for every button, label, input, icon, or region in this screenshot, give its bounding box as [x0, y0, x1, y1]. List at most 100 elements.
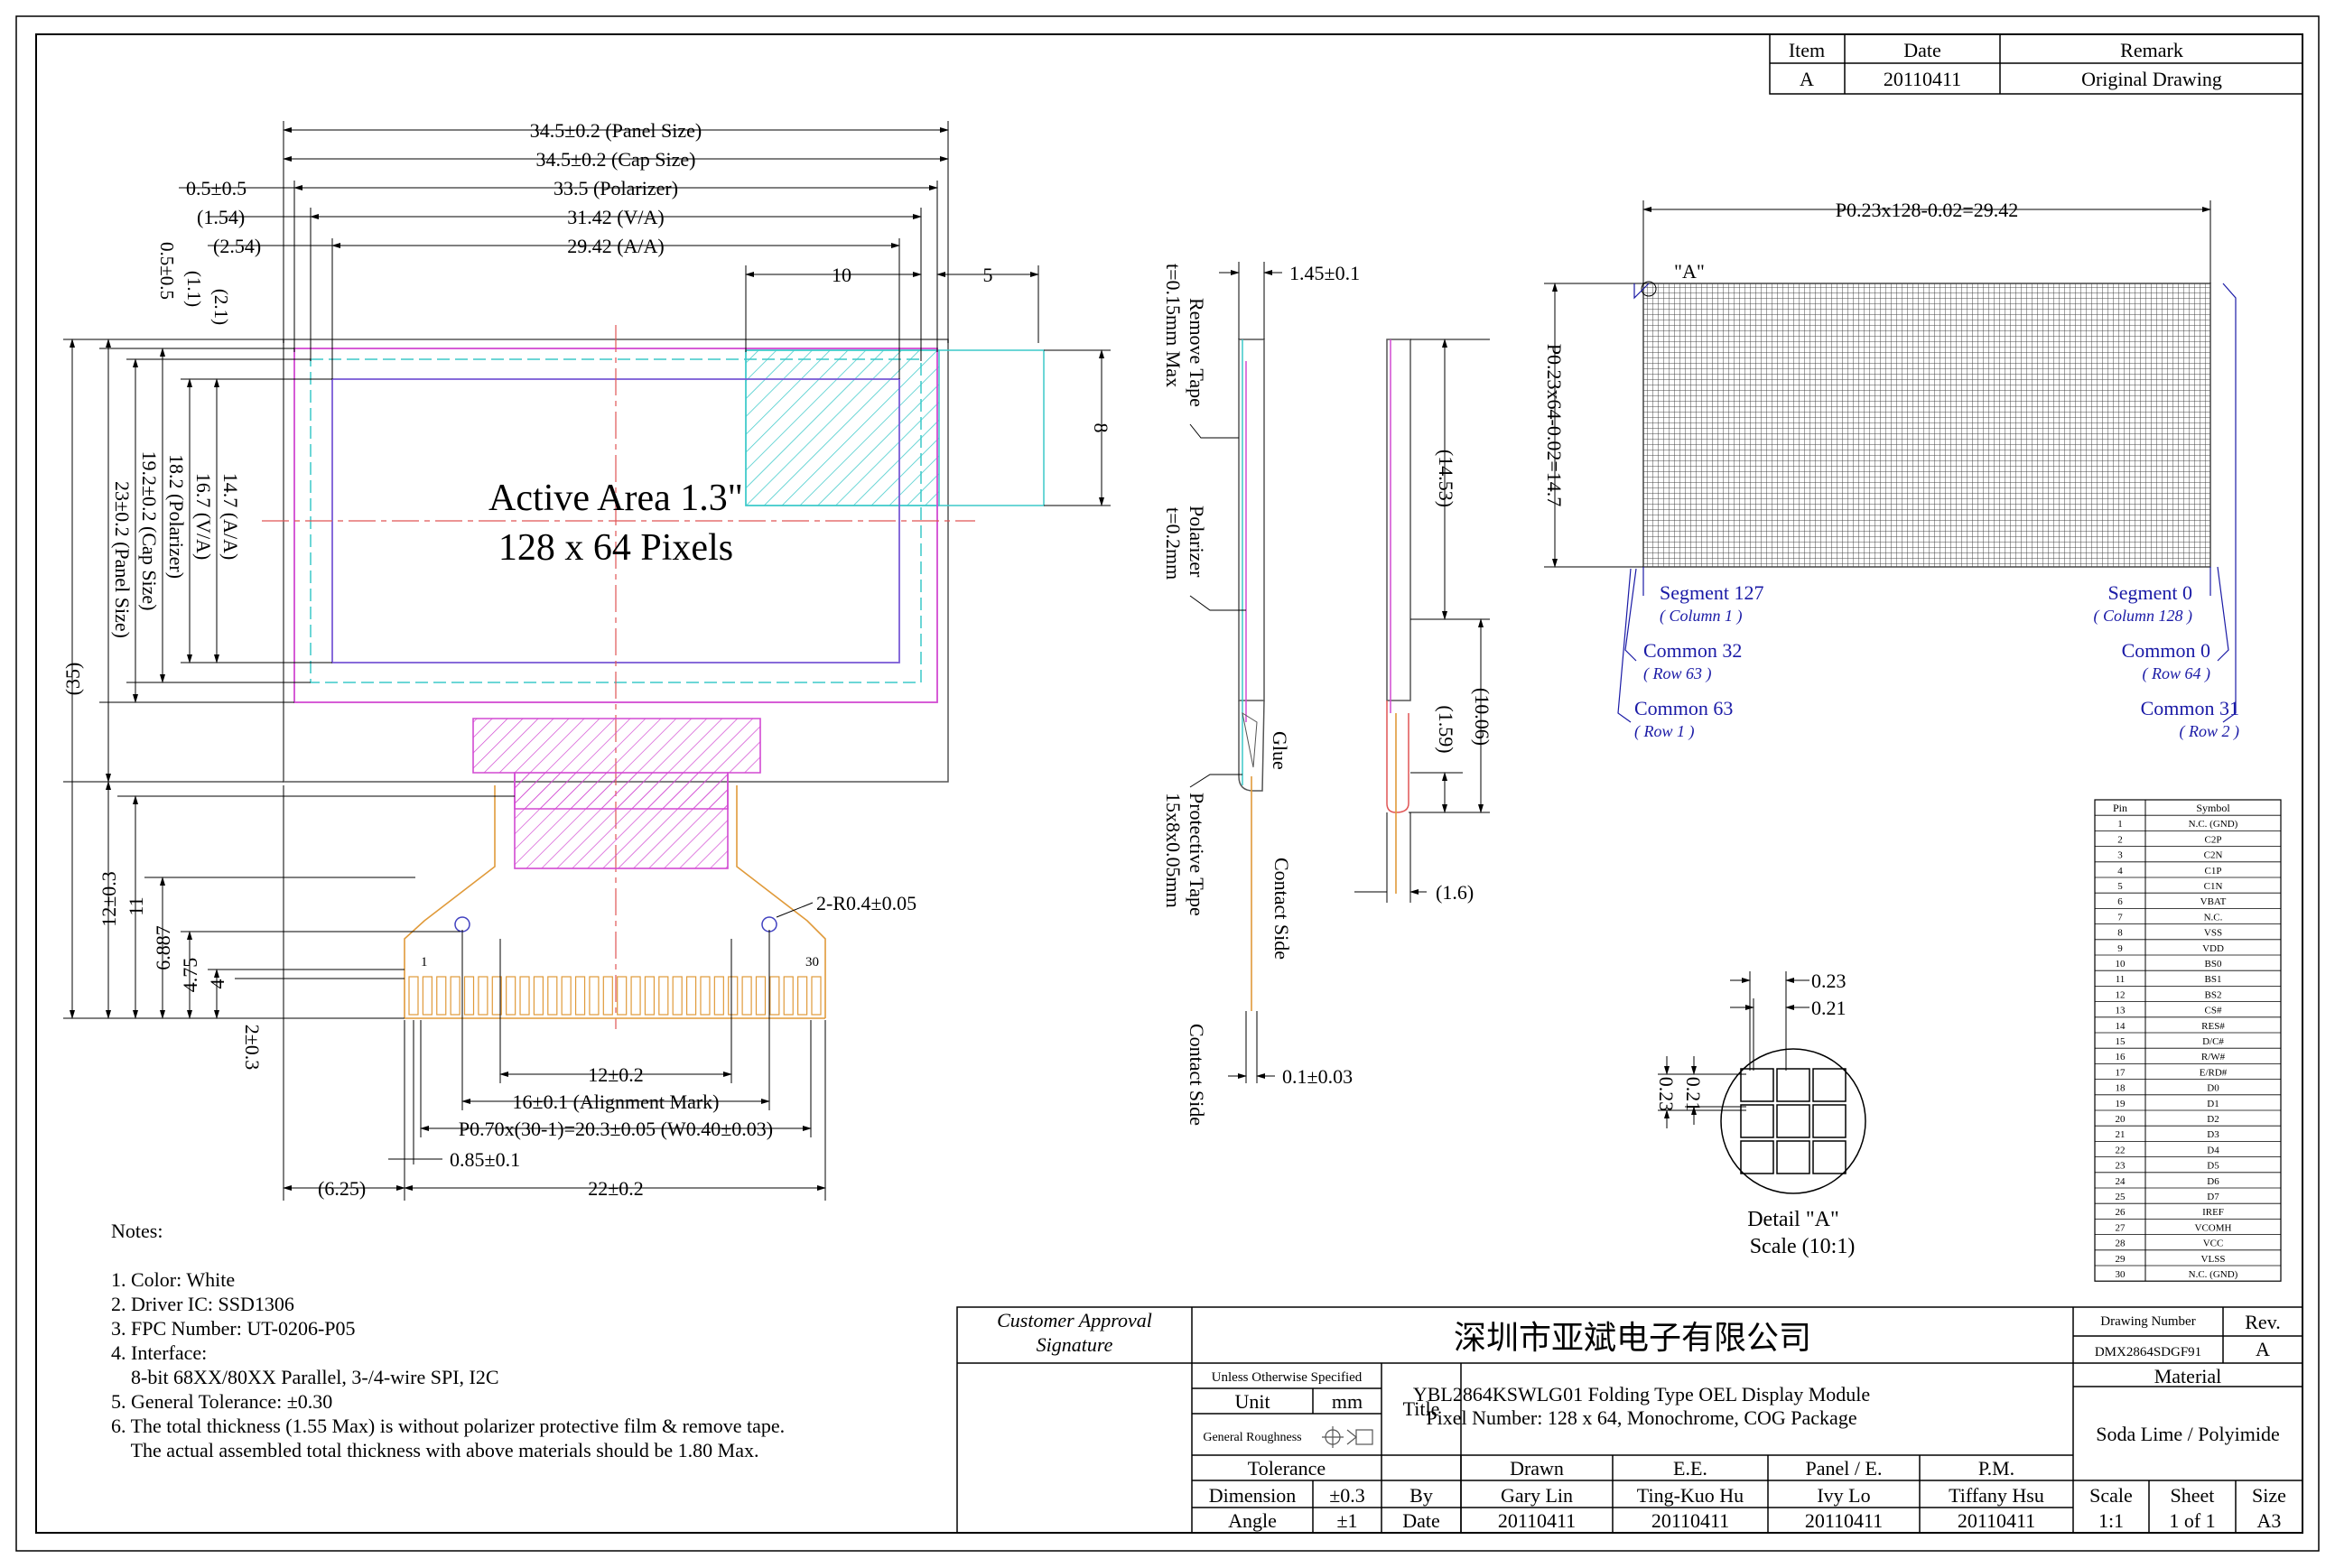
dim-radius: 2-R0.4±0.05: [816, 892, 916, 914]
pin-table-symbol: D7: [2207, 1192, 2219, 1202]
notes: Notes: 1. Color: White 2. Driver IC: SSD…: [111, 1219, 785, 1462]
detail-p023: 0.23: [1811, 970, 1847, 992]
pin-table-symbol: D0: [2207, 1083, 2219, 1094]
label-remove-tape: Remove Tape: [1186, 298, 1208, 407]
fpc-outline: [404, 785, 826, 1018]
dim-v-11: 11: [125, 896, 147, 915]
detail-p021: 0.21: [1811, 997, 1847, 1019]
detail-v023: 0.23: [1655, 1077, 1678, 1112]
pin-table-symbol: D/C#: [2202, 1036, 2224, 1047]
fpc-pin: [422, 976, 433, 1016]
detail-pixel-cell: [1812, 1104, 1847, 1138]
pin-table-pin-number: 20: [2116, 1114, 2126, 1125]
pin-table-symbol: VSS: [2204, 928, 2222, 939]
rev-label: Rev.: [2245, 1311, 2281, 1333]
dim-v-2: 2±0.3: [241, 1025, 264, 1071]
pin-table-pin-number: 6: [2117, 896, 2123, 907]
unit-value: mm: [1332, 1390, 1363, 1413]
rev-item: A: [1800, 68, 1814, 90]
detail-pixel-cell: [1812, 1140, 1847, 1174]
detail-pixel-cell: [1812, 1068, 1847, 1102]
fpc-pin: [797, 976, 808, 1016]
label-column-1: ( Column 1 ): [1660, 607, 1743, 626]
label-contact-side-b: Contact Side: [1186, 1024, 1208, 1126]
dim-polarizer-margin: 0.5±0.5: [186, 177, 247, 199]
general-roughness: General Roughness: [1203, 1431, 1301, 1444]
ee-label: E.E.: [1673, 1457, 1707, 1480]
fpc-pin: [755, 976, 767, 1016]
dim-pitch: P0.70x(30-1)=20.3±0.05 (W0.40±0.03): [459, 1118, 773, 1140]
dim-v-475: 4.75: [179, 958, 201, 993]
dimension-tol: ±0.3: [1329, 1484, 1365, 1507]
pin-table-pin-number: 2: [2117, 834, 2123, 845]
dim-v-4: 4: [206, 979, 228, 989]
pin-table-symbol: D2: [2207, 1114, 2219, 1125]
detail-title: Detail "A": [1747, 1208, 1839, 1231]
fpc-pin: [450, 976, 460, 1016]
dim-v-polarizer: 18.2 (Polarizer): [165, 454, 188, 579]
detail-pixel-cell: [1740, 1140, 1774, 1174]
label-protective-tape-spec: 15x8x0.05mm: [1162, 793, 1185, 908]
detail-pixel-cell: [1776, 1068, 1810, 1102]
title-block-text: Customer Approval Signature 深圳市亚斌电子有限公司 …: [997, 1309, 2286, 1532]
title-line1: YBL2864KSWLG01 Folding Type OEL Display …: [1413, 1383, 1870, 1406]
dim-5: 5: [983, 264, 993, 286]
pin-table-symbol: VBAT: [2200, 896, 2227, 907]
fpc-pin: [408, 976, 419, 1016]
dim-alignment: 16±0.1 (Alignment Mark): [513, 1090, 720, 1113]
rev-header-date: Date: [1903, 39, 1941, 61]
pixel-grid: [1642, 283, 2211, 568]
pin-table-symbol: VCOMH: [2195, 1222, 2232, 1233]
pin-table-pin-number: 14: [2116, 1021, 2126, 1032]
pin-table-pin-number: 1: [2117, 819, 2123, 830]
note-6b: The actual assembled total thickness wit…: [111, 1439, 759, 1461]
pin-table-symbol: N.C.: [2204, 912, 2223, 923]
sheet-value: 1 of 1: [2169, 1509, 2215, 1532]
by-label: By: [1409, 1484, 1433, 1507]
fpc-pin: [728, 976, 739, 1016]
label-common-31: Common 31: [2141, 697, 2239, 719]
pin-table-symbol: RES#: [2201, 1021, 2225, 1032]
pin-table-symbol: VLSS: [2201, 1254, 2226, 1265]
label-row-1: ( Row 1 ): [1634, 722, 1695, 741]
detail-pixel-cell: [1776, 1104, 1810, 1138]
pin-table-pin-number: 23: [2116, 1161, 2126, 1172]
fpc-pin: [644, 976, 656, 1016]
note-5: 5. General Tolerance: ±0.30: [111, 1390, 333, 1413]
unit-label: Unit: [1234, 1390, 1270, 1413]
panel-e-date: 20110411: [1805, 1509, 1883, 1532]
pin-table-symbol: VCC: [2203, 1239, 2224, 1249]
material-label: Material: [2154, 1365, 2222, 1387]
pin-table-pin-number: 9: [2117, 943, 2123, 954]
drawing-number: DMX2864SDGF91: [2095, 1345, 2201, 1359]
remove-tape-area: [745, 349, 940, 506]
pin-table-symbol: D6: [2207, 1176, 2219, 1187]
fpc-pin: [630, 976, 641, 1016]
fpc-pin: [463, 976, 475, 1016]
sheet-label: Sheet: [2171, 1484, 2215, 1507]
pin-table-pin-number: 11: [2116, 974, 2126, 985]
outer-border: [15, 15, 2320, 1552]
fpc-pin: [769, 976, 780, 1016]
label-glue: Glue: [1269, 731, 1291, 770]
dim-pixel-width: P0.23x128-0.02=29.42: [1836, 199, 2018, 221]
ee-by: Ting-Kuo Hu: [1637, 1484, 1744, 1507]
detail-a: 0.23 0.21 0.23 0.21 Detail "A" Scale (10…: [1655, 970, 1866, 1258]
dim-12: 12±0.2: [588, 1063, 644, 1086]
detail-scale: Scale (10:1): [1750, 1235, 1856, 1258]
approval-line1: Customer Approval: [997, 1309, 1152, 1331]
fpc-pin: [658, 976, 669, 1016]
title-line2: Pixel Number: 128 x 64, Monochrome, COG …: [1426, 1406, 1856, 1429]
fpc-pin: [589, 976, 600, 1016]
detail-pixel-cell: [1776, 1140, 1810, 1174]
pin-table-symbol: IREF: [2202, 1207, 2224, 1218]
label-common-0: Common 0: [2122, 639, 2210, 662]
front-view: 1 30 Active Area 1.3" 128 x 64 Pixels: [61, 119, 1112, 1201]
pin-first-label: 1: [421, 955, 428, 970]
pin-table-symbol: C1P: [2205, 866, 2222, 877]
dim-cap-size: 34.5±0.2 (Cap Size): [535, 148, 695, 171]
label-row-64: ( Row 64 ): [2143, 664, 2211, 683]
pin-table-pin-number: 24: [2116, 1176, 2126, 1187]
